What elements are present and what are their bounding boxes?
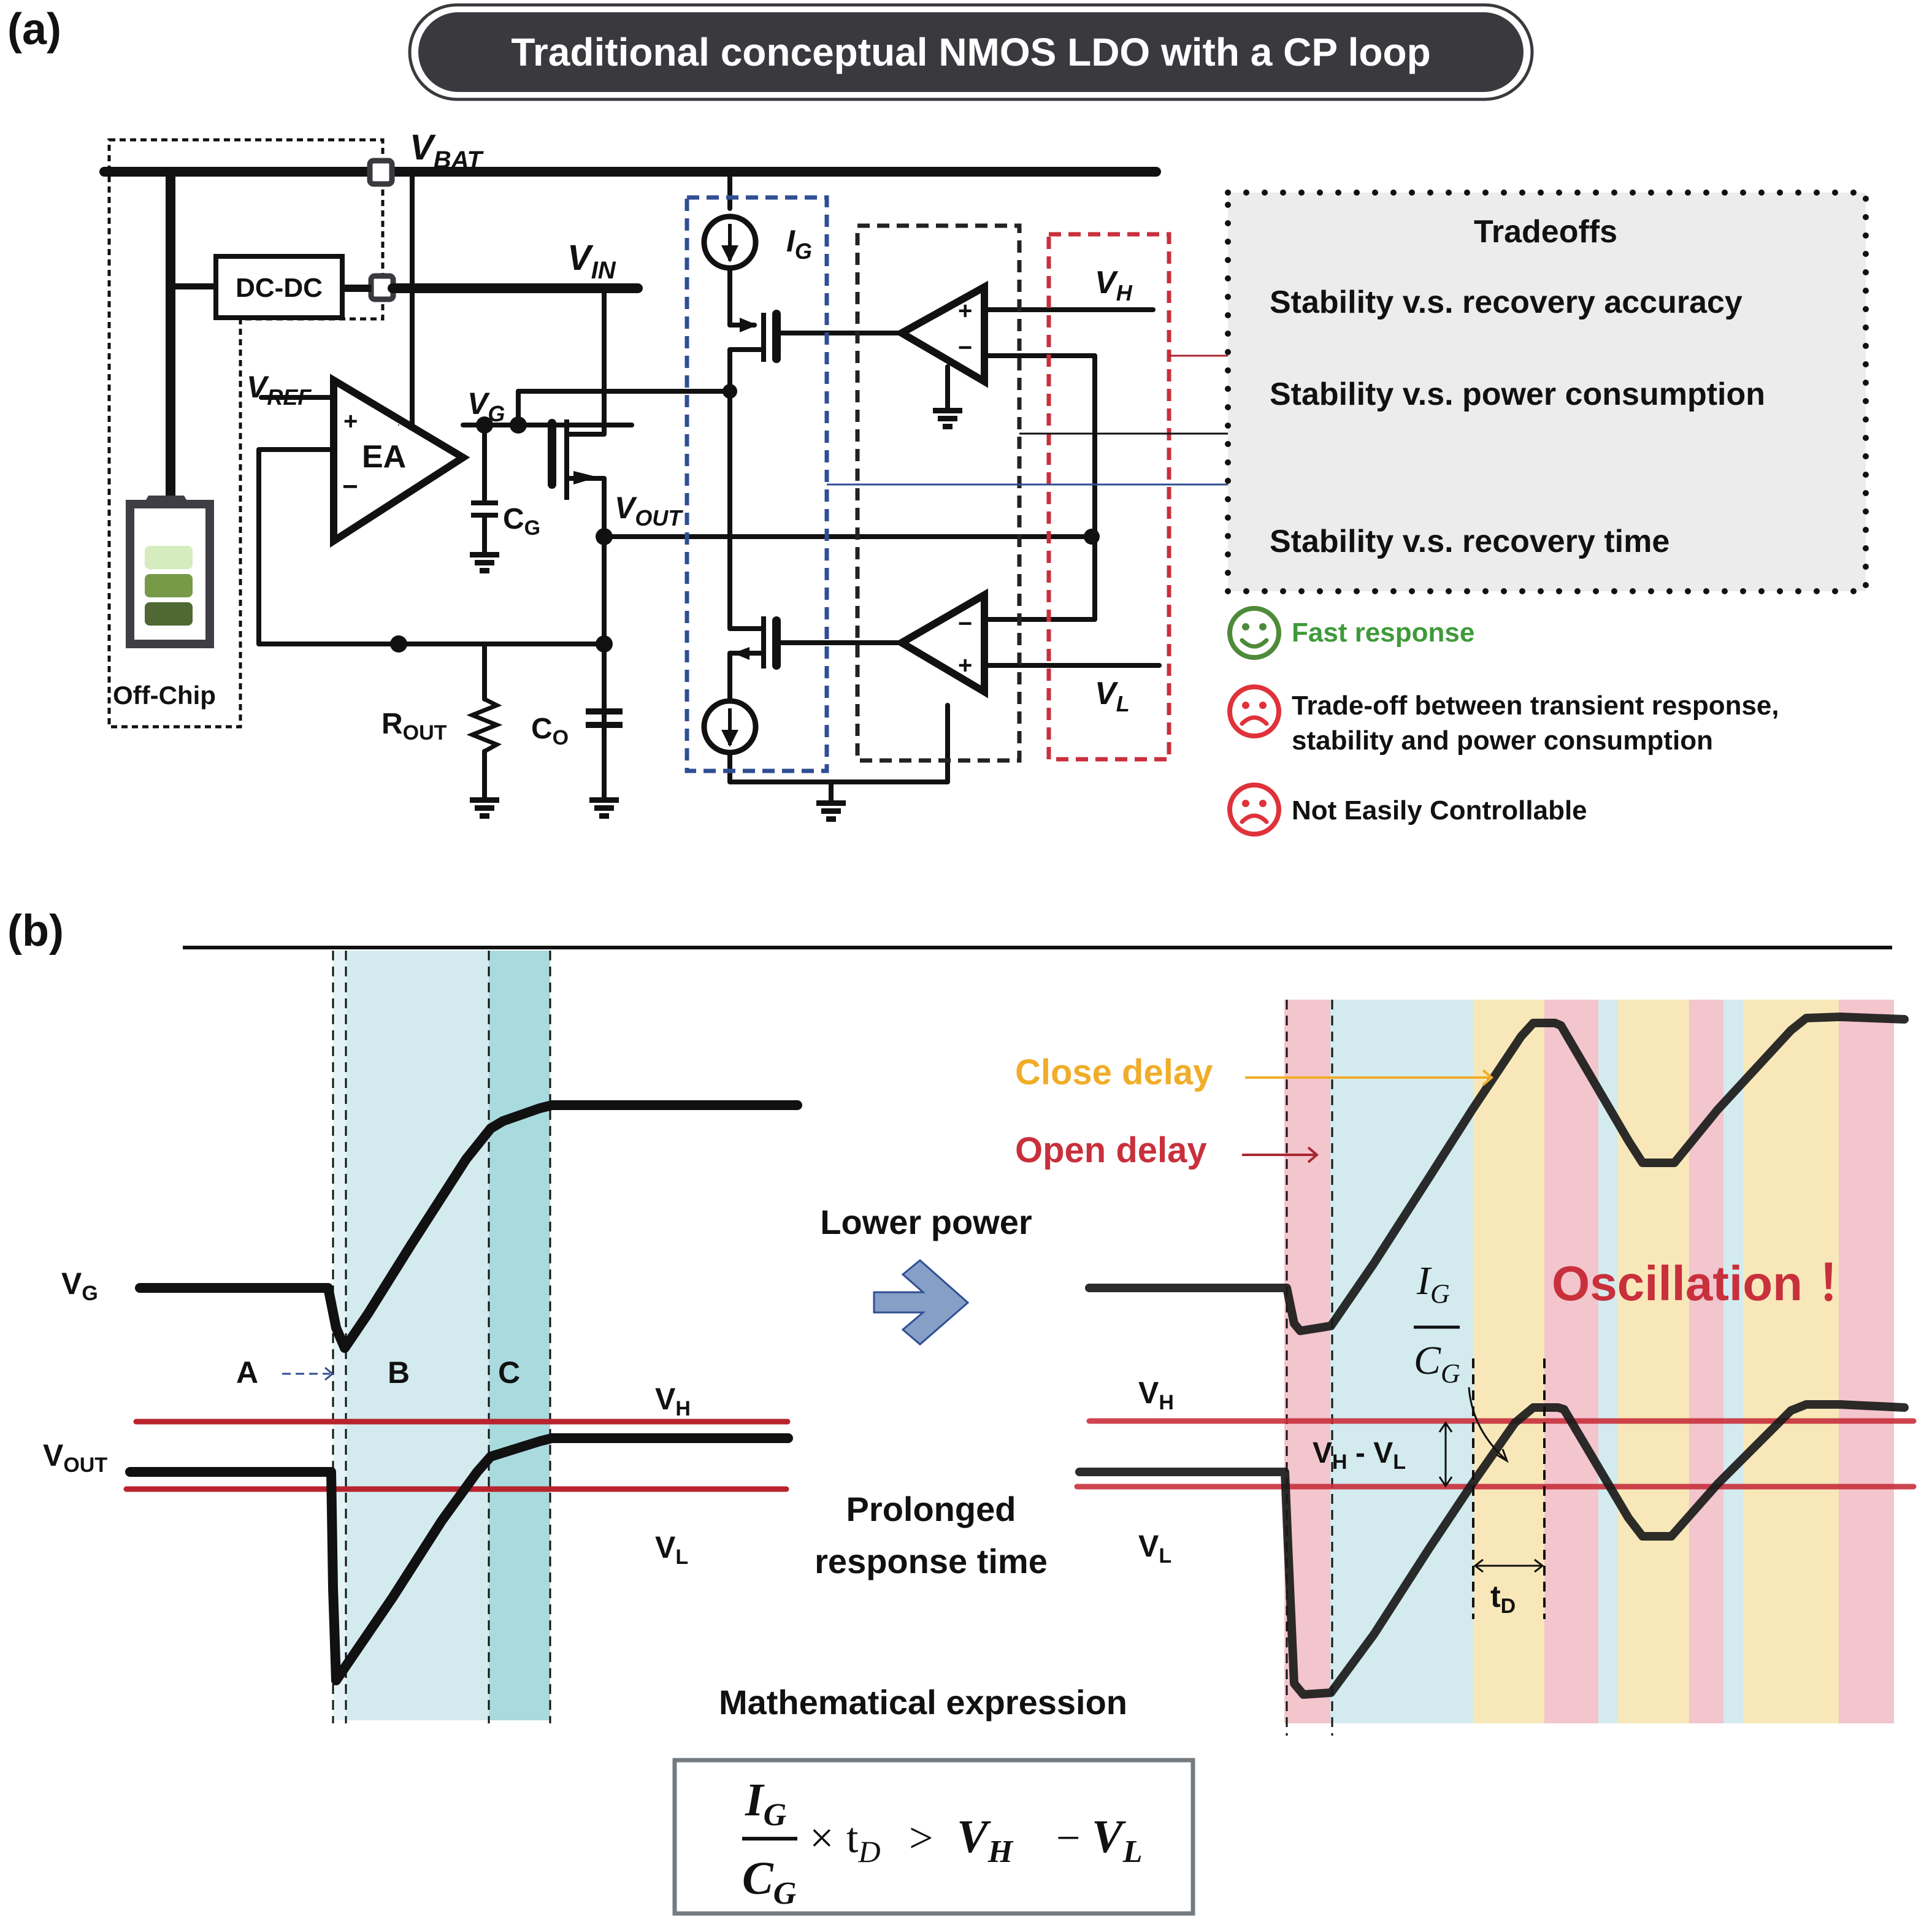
svg-text:Fast response: Fast response [1292, 618, 1474, 648]
svg-text:CG: CG [742, 1853, 796, 1911]
comparator-box [855, 223, 1022, 763]
tradeoffs-title: Tradeoffs [1474, 214, 1617, 250]
tradeoff-item: Stability v.s. power consumption [1270, 377, 1765, 412]
region-b-label: B [388, 1355, 410, 1390]
svg-text:IG: IG [1416, 1258, 1450, 1309]
svg-text:−: − [958, 334, 972, 361]
vl-label-right: VL [1138, 1529, 1171, 1568]
svg-text:+: + [958, 297, 972, 324]
ground-icon [470, 552, 499, 573]
svg-text:tD: tD [846, 1815, 881, 1869]
vl-circuit-label: VL [1095, 676, 1130, 716]
open-delay-label: Open delay [1015, 1130, 1207, 1170]
tradeoff-item: Stability v.s. recovery accuracy [1270, 285, 1742, 320]
vh-label-left: VH [655, 1382, 691, 1420]
threshold-box [1046, 232, 1171, 762]
comparator-low [894, 588, 988, 699]
slope-label: IG CG [1414, 1258, 1509, 1463]
dcdc-block [213, 254, 345, 320]
svg-text:−: − [1056, 1815, 1080, 1862]
svg-text:+: + [343, 408, 358, 435]
lower-power-label: Lower power [820, 1203, 1032, 1241]
prolonged-label: response time [815, 1542, 1048, 1580]
eval-item-bad: Not Easily Controllable [1227, 783, 1587, 837]
vg-waveform-right [1085, 1013, 1909, 1335]
svg-text:CG: CG [1414, 1338, 1460, 1388]
region-c-band [489, 951, 550, 1720]
close-delay-label: Close delay [1015, 1052, 1213, 1092]
vout-waveform-left [125, 1433, 793, 1685]
tradeoff-item: Stability v.s. recovery time [1270, 524, 1669, 559]
tradeoffs-panel [1228, 193, 1866, 591]
svg-text:Not Easily Controllable: Not Easily Controllable [1292, 795, 1587, 825]
right-bands [1284, 1000, 1894, 1723]
formula: IG CG × tD > VH − VL [742, 1774, 1142, 1911]
oscillation-label: Oscillation ！ [1552, 1256, 1865, 1311]
sad-face-icon [1227, 684, 1281, 738]
svg-text:VL: VL [1092, 1811, 1142, 1869]
math-heading: Mathematical expression [719, 1683, 1127, 1722]
right-arrow-icon [873, 1259, 970, 1346]
svg-text:stability and power consumptio: stability and power consumption [1292, 726, 1713, 756]
vout-node-label: VOUT [615, 491, 683, 531]
ground-icon [933, 408, 962, 429]
region-b-band [347, 951, 489, 1720]
vref-label: VREF [247, 370, 312, 410]
vin-label: VIN [567, 238, 616, 284]
panel-b-label: (b) [7, 906, 64, 956]
current-source-bottom [701, 698, 759, 756]
vg-waveform-left [135, 1100, 802, 1353]
vh-minus-vl-label: VH - VL [1313, 1437, 1406, 1474]
svg-text:VH: VH [957, 1811, 1014, 1869]
battery-icon [126, 496, 214, 648]
svg-text:×: × [810, 1815, 834, 1862]
eval-item-bad: Trade-off between transient response, st… [1227, 684, 1779, 756]
cg-label: CG [503, 503, 540, 540]
region-c-label: C [498, 1355, 520, 1390]
charge-pump-box [684, 195, 829, 773]
error-amplifier [330, 373, 470, 548]
vbat-pad [367, 158, 395, 187]
ig-label: IG [786, 224, 812, 264]
title-text: Traditional conceptual NMOS LDO with a C… [511, 30, 1430, 74]
svg-text:IG: IG [745, 1774, 786, 1833]
td-label: tD [1490, 1579, 1516, 1618]
vh-circuit-label: VH [1095, 265, 1133, 305]
smiley-face-icon [1227, 606, 1281, 660]
comparator-high [894, 280, 988, 388]
vl-label-left: VL [655, 1530, 688, 1569]
svg-text:Trade-off between transient re: Trade-off between transient response, [1292, 691, 1779, 721]
svg-text:EA: EA [362, 439, 406, 475]
svg-text:−: − [342, 472, 358, 502]
vh-label-right: VH [1138, 1376, 1174, 1414]
vbat-label: VBAT [410, 128, 484, 174]
co-label: CO [531, 713, 569, 749]
current-source-top [701, 213, 759, 271]
ground-icon [589, 797, 619, 819]
eval-item-good: Fast response [1227, 606, 1474, 660]
svg-text:+: + [958, 652, 972, 679]
region-a-label: A [236, 1355, 258, 1390]
vout-label-left: VOUT [43, 1438, 107, 1477]
sad-face-icon [1227, 783, 1281, 837]
vg-node-label: VG [467, 386, 505, 426]
vg-label-left: VG [61, 1266, 98, 1305]
off-chip-label: Off-Chip [113, 681, 216, 710]
prolonged-label: Prolonged [846, 1490, 1016, 1528]
title-banner: Traditional conceptual NMOS LDO with a C… [408, 3, 1534, 101]
svg-text:>: > [909, 1815, 933, 1862]
rout-label: ROUT [381, 708, 447, 745]
panel-a-label: (a) [7, 5, 61, 54]
ground-icon [470, 797, 499, 819]
ground-icon [816, 800, 846, 822]
svg-text:−: − [958, 610, 972, 637]
svg-text:DC-DC: DC-DC [236, 273, 323, 303]
